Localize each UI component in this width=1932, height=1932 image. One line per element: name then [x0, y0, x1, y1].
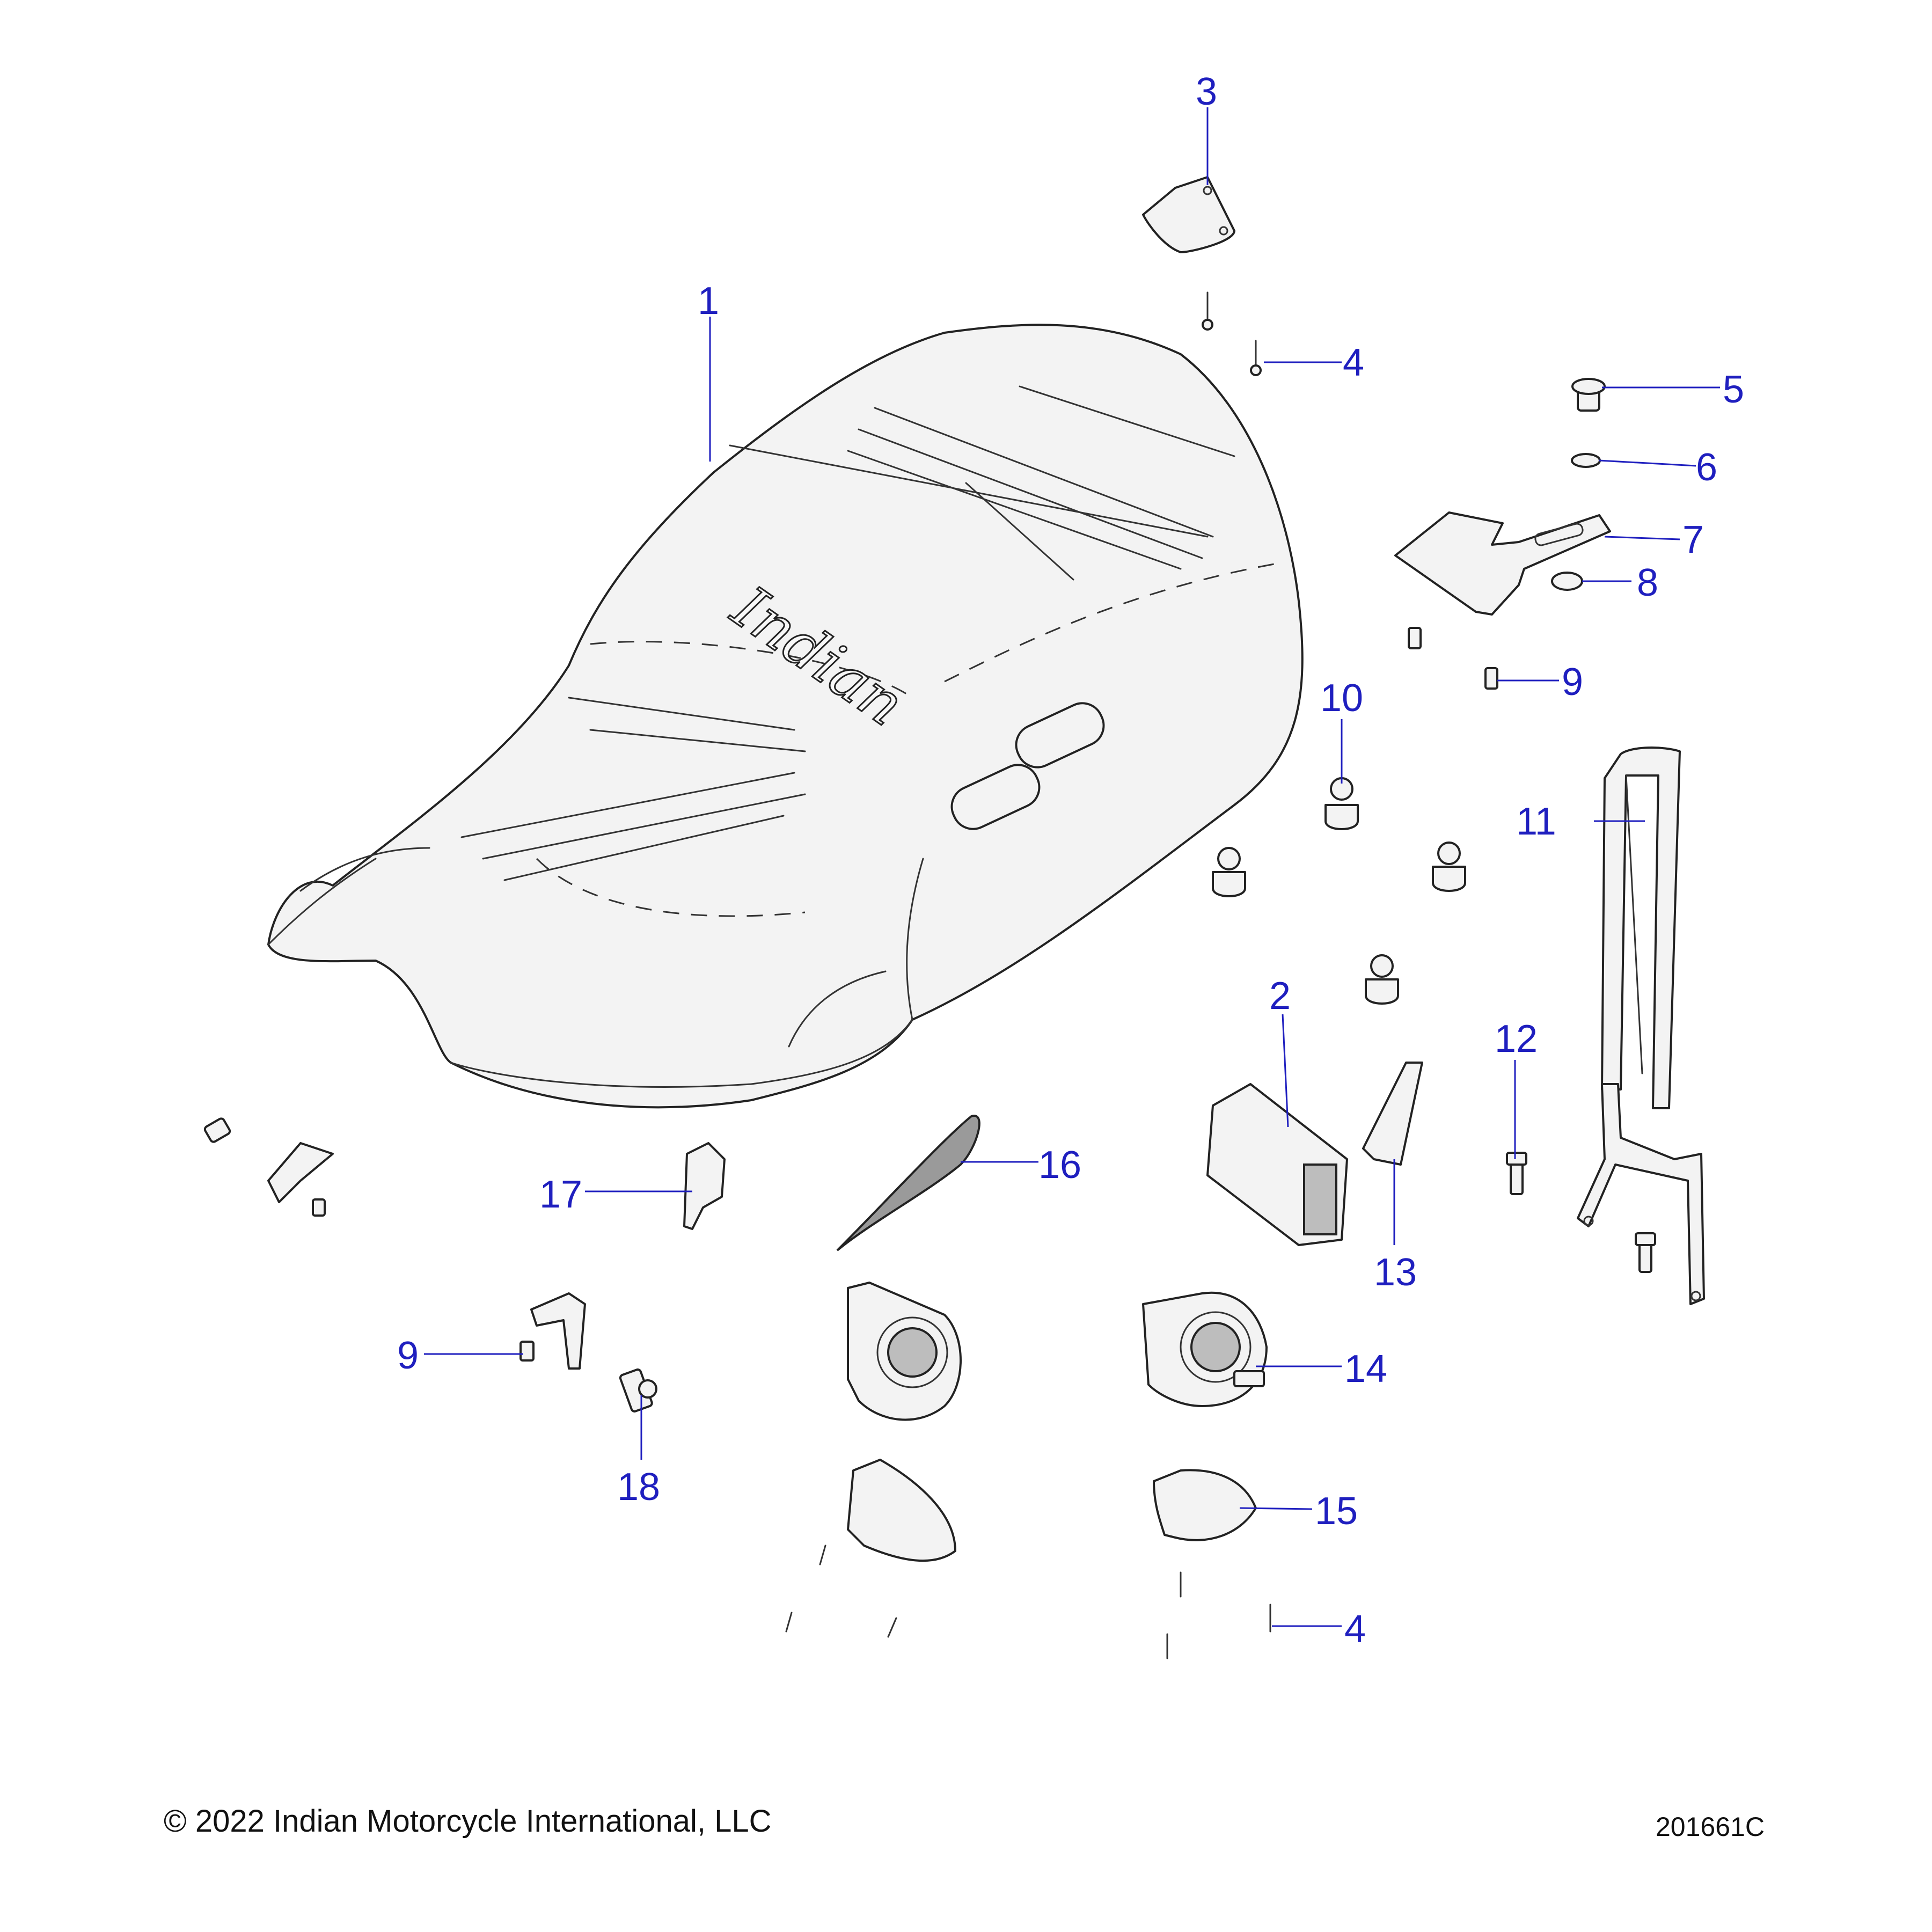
leader-line — [1604, 536, 1680, 540]
callout-15: 15 — [1315, 1490, 1358, 1533]
leader-line — [1599, 459, 1696, 467]
bolt-part[interactable] — [1571, 378, 1606, 412]
control-module-part[interactable] — [1206, 1083, 1348, 1246]
heat-switch-front — [1015, 702, 1105, 769]
seat-part[interactable]: Indian — [267, 324, 1304, 1109]
washer-part[interactable] — [1571, 453, 1601, 468]
retaining-clip-part[interactable] — [683, 1142, 726, 1230]
screw-part[interactable] — [887, 1617, 897, 1638]
callout-7: 7 — [1682, 518, 1704, 561]
rubber-bumper-part[interactable] — [1365, 954, 1399, 1005]
bolt-part[interactable] — [619, 1368, 657, 1413]
callout-2: 2 — [1269, 975, 1291, 1018]
callout-6: 6 — [1696, 446, 1717, 489]
bolt-part[interactable] — [1506, 1152, 1527, 1195]
screw-part[interactable] — [785, 1612, 793, 1633]
callout-4-bottom: 4 — [1344, 1608, 1366, 1651]
screw-part[interactable] — [519, 1341, 535, 1362]
screw-part[interactable] — [1408, 627, 1422, 649]
heat-switch-rear — [950, 764, 1041, 830]
callout-1: 1 — [698, 280, 719, 323]
callout-5: 5 — [1723, 368, 1744, 411]
screw-part[interactable] — [819, 1545, 826, 1565]
callout-13: 13 — [1374, 1251, 1417, 1294]
screw-part[interactable] — [312, 1198, 326, 1217]
rubber-bumper-part[interactable] — [1324, 777, 1359, 830]
copyright-notice: © 2022 Indian Motorcycle International, … — [164, 1804, 772, 1839]
bracket-part[interactable] — [267, 1142, 334, 1203]
rubber-bumper-part[interactable] — [1432, 841, 1466, 892]
callout-10: 10 — [1320, 677, 1363, 720]
callout-11: 11 — [1516, 800, 1556, 843]
blower-fan-part[interactable] — [847, 1282, 962, 1421]
callout-8: 8 — [1637, 561, 1658, 604]
callout-9-right: 9 — [1562, 661, 1583, 704]
leader-line — [1239, 1507, 1313, 1510]
gasket-part[interactable] — [1362, 1062, 1423, 1166]
callout-4-top: 4 — [1343, 341, 1364, 384]
front-seat-ribs — [299, 697, 806, 892]
rubber-bumper-part[interactable] — [1212, 847, 1246, 897]
drawing-number: 201661C — [1656, 1812, 1765, 1842]
bracket-part[interactable] — [530, 1292, 586, 1370]
callout-14: 14 — [1344, 1348, 1387, 1391]
callout-9-left: 9 — [397, 1334, 419, 1377]
bolt-part[interactable] — [1635, 1232, 1656, 1273]
fan-cover-part[interactable] — [847, 1459, 956, 1562]
passenger-strap-part[interactable] — [1577, 747, 1705, 1305]
callout-18: 18 — [617, 1466, 660, 1509]
fan-cover-part[interactable] — [1153, 1469, 1257, 1541]
insulation-pad-part[interactable] — [836, 1115, 980, 1252]
leader-line — [1282, 1014, 1289, 1128]
mounting-bracket-part[interactable] — [1394, 511, 1611, 616]
cover-plate-part[interactable] — [1142, 176, 1235, 253]
callout-3: 3 — [1196, 70, 1217, 113]
screw-part[interactable] — [1202, 291, 1213, 331]
screw-part[interactable] — [1250, 340, 1262, 376]
grommet-part[interactable] — [1551, 572, 1583, 591]
callout-12: 12 — [1495, 1018, 1538, 1060]
bolt-part[interactable] — [203, 1117, 231, 1143]
screw-part[interactable] — [1484, 667, 1498, 690]
callout-17: 17 — [539, 1173, 582, 1216]
blower-fan-part[interactable] — [1142, 1291, 1268, 1407]
callout-16: 16 — [1038, 1144, 1081, 1187]
rear-seat-ribs — [729, 385, 1235, 581]
